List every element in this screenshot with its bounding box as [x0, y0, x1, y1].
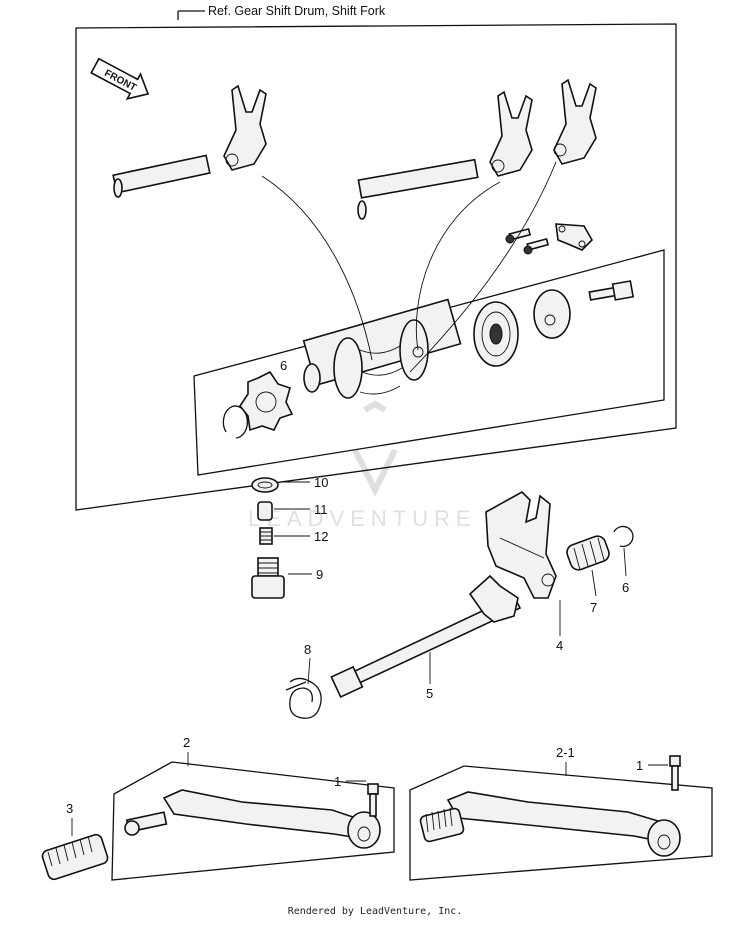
leader-6: [623, 547, 627, 577]
leadventure-watermark: LEADVENTURE: [248, 400, 477, 531]
pedal-panel-left: [111, 761, 395, 881]
washer-10: [251, 477, 279, 493]
callout-8: 8: [304, 642, 311, 657]
fork-guide-line-2: [415, 181, 501, 351]
shift-fork-left: [223, 84, 267, 171]
callout-11: 11: [314, 502, 328, 517]
spring-7: [566, 535, 610, 571]
pedal-panel-right: [409, 765, 713, 881]
callout-9: 9: [316, 567, 323, 582]
leader-7: [591, 569, 597, 597]
callout-12: 12: [314, 529, 328, 544]
callout-6: 6: [622, 580, 629, 595]
pin-bolt: [588, 280, 635, 301]
fork-guide-line-1: [261, 175, 373, 361]
bearing: [473, 301, 519, 367]
callout-4: 4: [556, 638, 563, 653]
shift-pedal-2: [124, 789, 381, 849]
bolt-1-right: [669, 755, 681, 791]
svg-text:LEADVENTURE: LEADVENTURE: [248, 506, 477, 531]
callout-7: 7: [590, 600, 597, 615]
pedal-rubber-3: [41, 833, 109, 881]
callout-5: 5: [426, 686, 433, 701]
reference-text: Ref. Gear Shift Drum, Shift Fork: [208, 4, 386, 18]
shift-mechanism-arm-4: [485, 491, 557, 599]
return-spring-8: [285, 677, 322, 719]
shift-fork-right: [553, 78, 597, 165]
shift-fork-center: [489, 90, 533, 177]
callout-2: 2: [183, 735, 190, 750]
front-arrow-icon: FRONT: [90, 57, 150, 100]
plug-bolt-9: [251, 557, 285, 599]
shift-rod-right: [357, 158, 479, 220]
callout-10: 10: [314, 475, 328, 490]
stopper-plate: [555, 223, 593, 251]
shift-pedal-2-1: [419, 791, 681, 857]
callout-inner-6: 6: [280, 358, 287, 373]
cam-plate: [239, 370, 294, 432]
leader-8: [307, 657, 311, 685]
shift-rod-left: [112, 154, 211, 198]
spring-12: [259, 527, 273, 545]
shift-drum: [302, 298, 462, 399]
pin-11: [257, 501, 273, 521]
circlip-6: [613, 525, 634, 548]
drum-end-cap: [533, 289, 571, 339]
reference-header: Ref. Gear Shift Drum, Shift Fork: [177, 4, 386, 20]
footer-credit: Rendered by LeadVenture, Inc.: [287, 906, 463, 917]
fork-guide-line-3: [409, 161, 557, 373]
callout-2-1: 2-1: [556, 745, 575, 760]
drum-inner-panel: [193, 249, 665, 476]
bolt-1-left: [367, 783, 379, 817]
shift-shaft-5: [330, 574, 522, 699]
drum-assembly-panel: [75, 23, 677, 511]
callout-3: 3: [66, 801, 73, 816]
bolt-small-2: [523, 237, 550, 255]
callout-1-left: 1: [334, 774, 341, 789]
callout-1-right: 1: [636, 758, 643, 773]
